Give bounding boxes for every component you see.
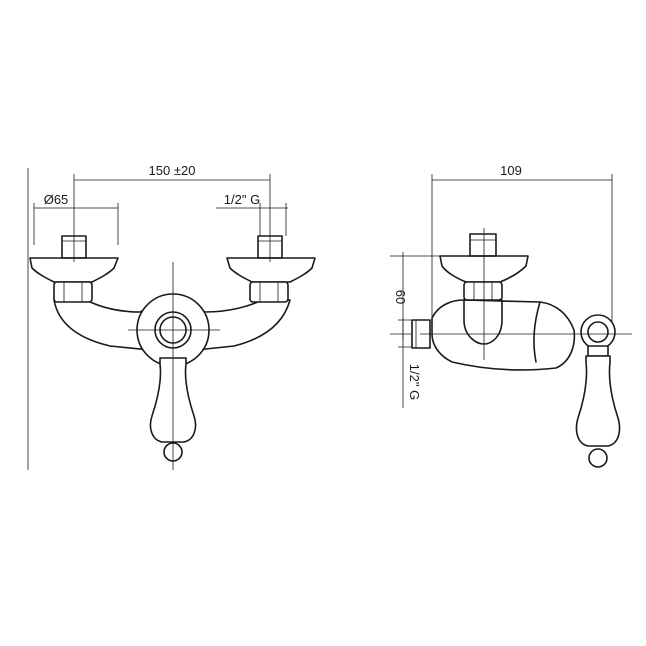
right-nut: [249, 281, 289, 303]
flange-dimension: Ø65: [33, 192, 119, 245]
side-body: [431, 299, 576, 371]
flange-dimension-label: Ø65: [44, 192, 69, 207]
side-lever-handle: [575, 355, 621, 447]
side-view: 109 60 1/2" G: [390, 163, 632, 468]
right-inlet: [226, 235, 316, 283]
depth-dimension: 109: [431, 163, 613, 338]
thread-dimension-front-label: 1/2" G: [224, 192, 260, 207]
side-inlet: [439, 233, 529, 301]
width-dimension: 150 ±20: [73, 163, 271, 262]
depth-dimension-label: 109: [500, 163, 522, 178]
side-lever-knob: [588, 448, 608, 468]
thread-dimension-front: 1/2" G: [216, 192, 288, 236]
left-nut: [53, 281, 93, 303]
front-view: 150 ±20 Ø65 1/2" G: [27, 163, 316, 470]
width-dimension-label: 150 ±20: [149, 163, 196, 178]
left-inlet: [29, 235, 119, 283]
side-handle-hub: [580, 314, 616, 350]
height-dimension-label: 60: [393, 290, 408, 304]
mixer-body: [53, 299, 291, 351]
thread-dimension-side-label: 1/2" G: [407, 364, 422, 400]
